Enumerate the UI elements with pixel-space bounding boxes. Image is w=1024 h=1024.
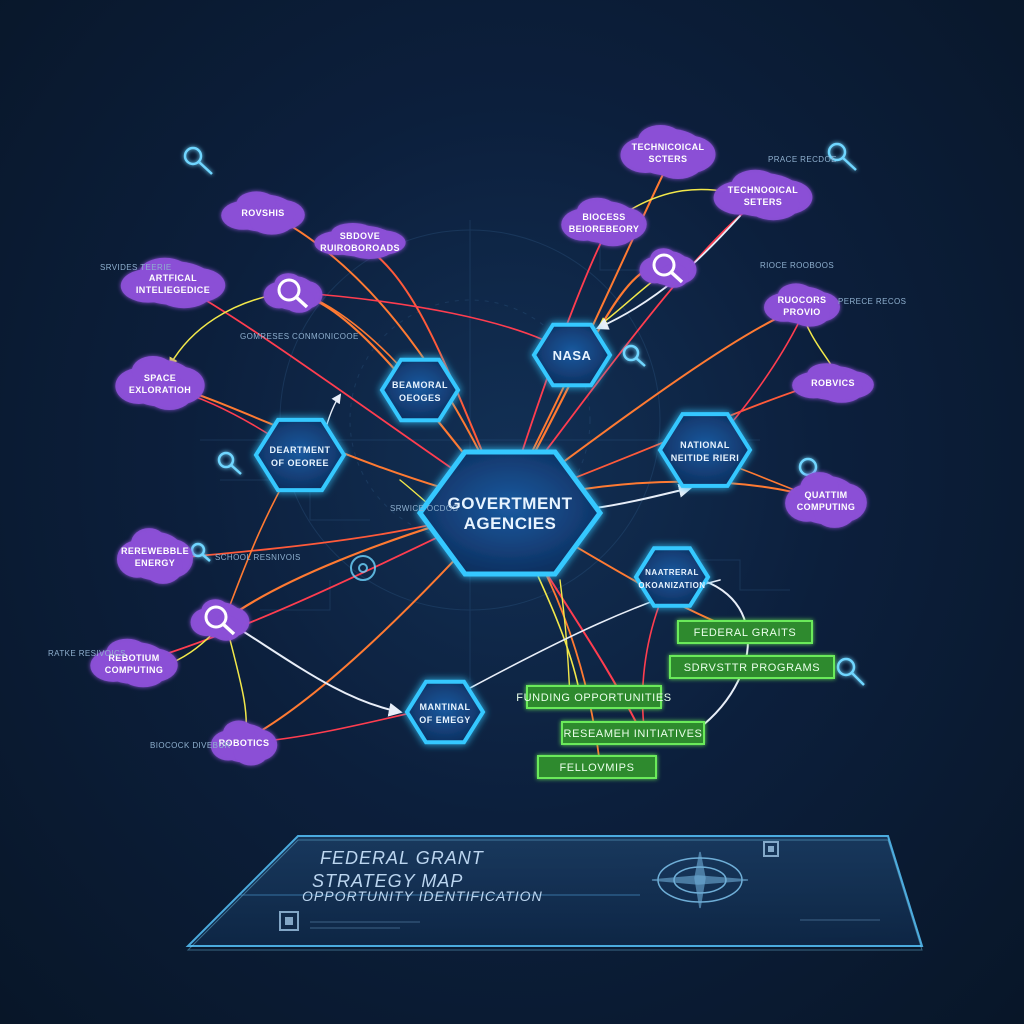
search-icon[interactable] [836, 657, 865, 686]
agency-node-noaa[interactable] [633, 546, 711, 608]
panel-title-line2: STRATEGY MAP [312, 871, 463, 891]
topic-label-tech-1: TECHNICOICAL [632, 142, 705, 152]
topic-sublabel-space: EXLORATIOH [129, 385, 191, 395]
search-icon[interactable] [217, 451, 242, 475]
topic-sublabel-rebotium: COMPUTING [105, 665, 164, 675]
hub-node[interactable] [416, 449, 604, 577]
topic-label-robotics-top: ROVSHIS [241, 208, 284, 218]
topic-sublabel-ruocors: PROVIO [783, 307, 820, 317]
grant-label-research: RESEAMEH INITIATIVES [564, 728, 703, 740]
hub-label-line1: GOVERTMENT [448, 494, 573, 513]
topic-cloud-robotics-top[interactable] [221, 191, 305, 235]
grant-label-sbir: SDRVSTTR PROGRAMS [684, 662, 821, 674]
topic-label-tech-2: TECHNOOICAL [728, 185, 798, 195]
annotation-label: PERECE RECOS [838, 297, 906, 306]
qr-icon [279, 841, 779, 931]
agency-label-noaa: NAATRERAL [645, 568, 699, 577]
grant-label-fellowships: FELLOVMIPS [559, 762, 634, 774]
agency-label-seamoral: BEAMORAL [392, 380, 448, 390]
annotation-label: SRWICE OCDOS [390, 504, 458, 513]
agency-sublabel-energy: OF EMEGY [419, 715, 471, 725]
title-panel: FEDERAL GRANT STRATEGY MAP OPPORTUNITY I… [185, 835, 924, 951]
topic-sublabel-ai: INTELIEGEDICE [136, 285, 210, 295]
topic-cloud-robotics-bottom[interactable] [210, 720, 278, 766]
agency-hexagons: NASA BEAMORAL OEOGES DEARTMENT OF OEOREE NATI… [253, 322, 753, 745]
topic-cloud-tech-1[interactable] [620, 125, 716, 179]
search-icon[interactable] [190, 542, 211, 562]
topic-sublabel-biocess: BEIOREBEORY [569, 224, 640, 234]
topic-label-rebotium: REBOTIUM [108, 653, 159, 663]
topic-cloud-sbdove[interactable] [314, 223, 406, 259]
grant-box-federal-grants[interactable] [677, 620, 813, 644]
grant-label-federal-grants: FEDERAL GRAITS [694, 627, 797, 639]
agency-node-defense[interactable] [253, 417, 347, 493]
agency-label-nasa: NASA [553, 348, 592, 363]
annotation-label: SCHOOL RESNIVOIS [215, 553, 301, 562]
annotation-label: GOMRESES CONMONICOOE [240, 332, 359, 341]
topic-cloud-magnifier-3[interactable] [190, 599, 250, 641]
agency-node-seamoral[interactable] [379, 357, 461, 423]
search-icon[interactable] [827, 142, 857, 171]
topic-sublabel-tech-1: SCTERS [649, 154, 688, 164]
topic-cloud-magnifier-1[interactable] [263, 273, 323, 313]
search-icon[interactable] [622, 344, 646, 367]
agency-label-defense: DEARTMENT [270, 445, 331, 455]
agency-sublabel-noaa: OKOANIZATION [638, 581, 705, 590]
topic-cloud-quantum[interactable] [785, 472, 867, 528]
topic-label-quantum: QUATTIM [804, 490, 847, 500]
agency-sublabel-nsf: NEITIDE RIERI [671, 453, 740, 463]
topic-cloud-space[interactable] [115, 356, 205, 410]
search-icon[interactable] [652, 253, 684, 284]
topic-cloud-magnifier-2[interactable] [639, 248, 697, 288]
agency-node-energy[interactable] [404, 679, 486, 745]
topic-label-ruocors: RUOCORS [778, 295, 827, 305]
topic-label-renewable: REREWEBBLE [121, 546, 189, 556]
compass-icon [651, 851, 749, 909]
search-icon[interactable] [204, 605, 236, 636]
grant-box-funding[interactable] [526, 685, 662, 709]
topic-sublabel-tech-2: SETERS [744, 197, 782, 207]
topic-label-sbdove: SBDOVE [340, 231, 380, 241]
topic-cloud-ai[interactable] [120, 257, 226, 309]
search-icon[interactable] [277, 278, 309, 309]
annotation-label: RATKE RESIVOICS [48, 649, 126, 658]
panel-title-line1: FEDERAL GRANT [320, 848, 485, 868]
topic-clouds: ROVSHIS SBDOVE RUIROBOROADS ARTFICAL INTELIE… [90, 125, 874, 766]
topic-cloud-rebotium[interactable] [90, 638, 178, 688]
agency-node-nsf[interactable] [657, 412, 753, 488]
annotation-label: SRVIDES TEERIE [100, 263, 172, 272]
annotation-label: PRACE RECDOE [768, 155, 837, 164]
annotations: GOMRESES CONMONICOOE SRWICE OCDOS SRVIDES … [48, 155, 906, 750]
grant-label-funding: FUNDING OPPORTUNITIES [516, 692, 671, 704]
agency-sublabel-defense: OF OEOREE [271, 458, 329, 468]
agency-sublabel-seamoral: OEOGES [399, 393, 441, 403]
grant-boxes: FEDERAL GRAITS SDRVSTTR PROGRAMS FUNDING O… [516, 620, 835, 779]
agency-label-energy: MANTINAL [420, 702, 471, 712]
topic-cloud-renewable[interactable] [117, 528, 193, 584]
topic-label-space: SPACE [144, 373, 176, 383]
topic-sublabel-renewable: ENERGY [135, 558, 175, 568]
topic-sublabel-sbdove: RUIROBOROADS [320, 243, 400, 253]
topic-cloud-robvics[interactable] [792, 363, 874, 403]
agency-node-nasa[interactable] [531, 322, 613, 388]
agency-label-nsf: NATIONAL [680, 440, 730, 450]
topic-cloud-biocess[interactable] [561, 197, 647, 247]
grant-box-research[interactable] [561, 721, 705, 745]
annotation-label: BIOCOCK DIVEBUR [150, 741, 231, 750]
search-icon[interactable] [183, 146, 213, 175]
topic-cloud-tech-2[interactable] [713, 169, 813, 221]
topic-label-ai: ARTFICAL [149, 273, 197, 283]
annotation-label: RIOCE ROOBOOS [760, 261, 834, 270]
topic-label-robvics: ROBVICS [811, 378, 855, 388]
radar-icon [350, 555, 376, 581]
panel-subtitle: OPPORTUNITY IDENTIFICATION [302, 888, 543, 904]
topic-cloud-ruocors[interactable] [764, 283, 840, 327]
topic-label-robotics-bottom: ROBOTICS [219, 738, 270, 748]
grant-box-fellowships[interactable] [537, 755, 657, 779]
hub-label-line2: AGENCIES [464, 514, 557, 533]
grant-box-sbir[interactable] [669, 655, 835, 679]
topic-label-biocess: BIOCESS [582, 212, 625, 222]
topic-sublabel-quantum: COMPUTING [797, 502, 856, 512]
